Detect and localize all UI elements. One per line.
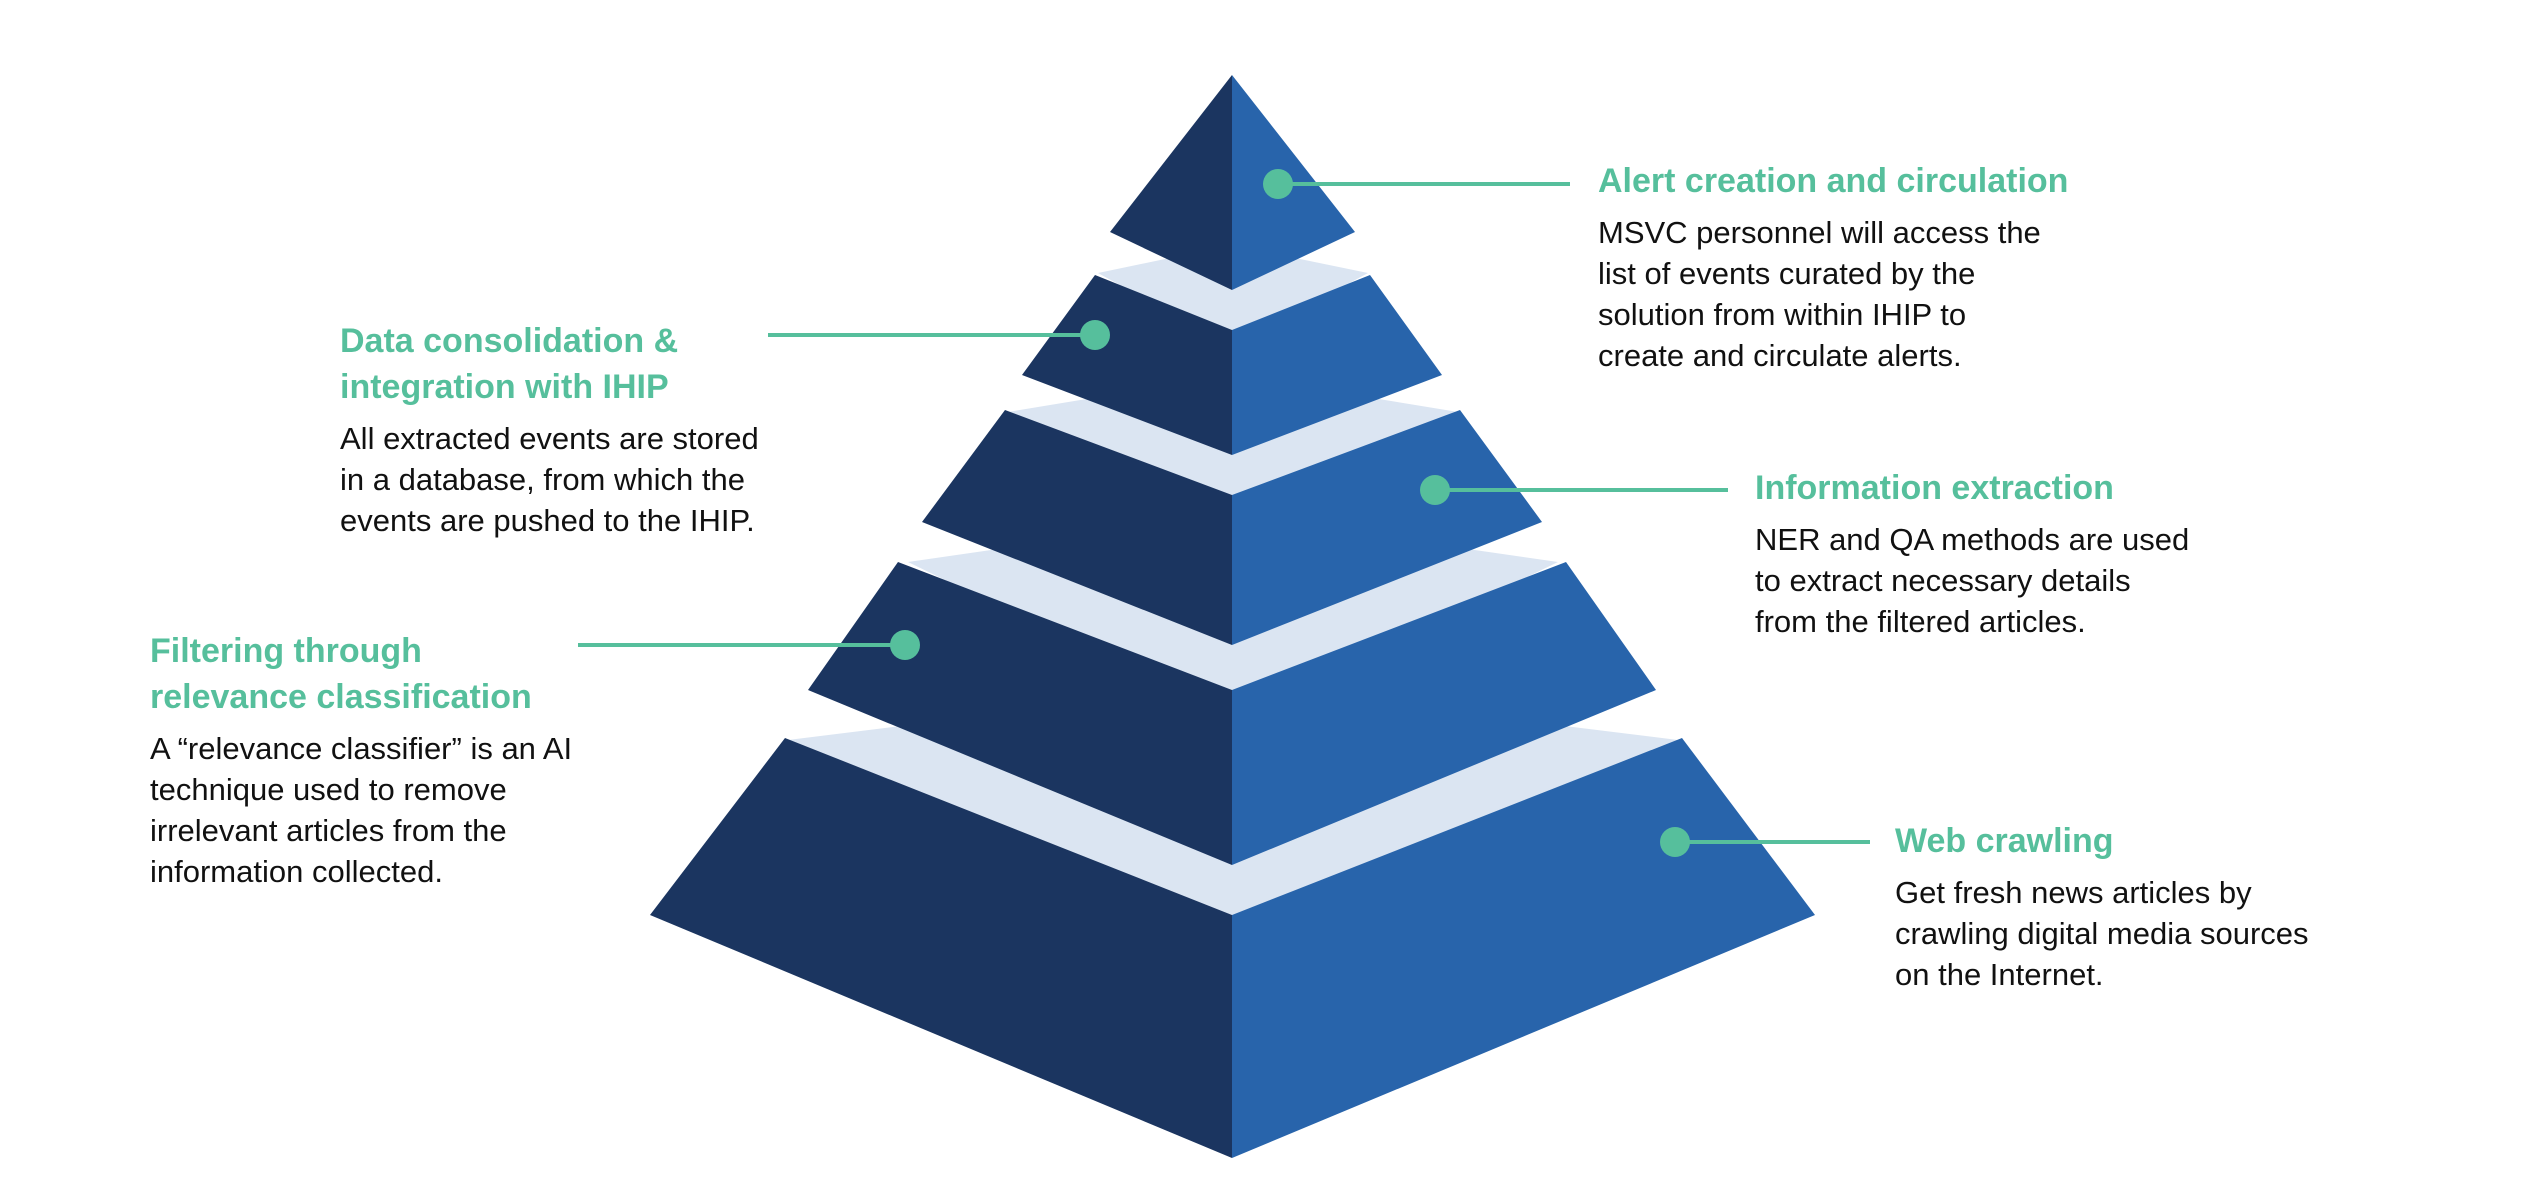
layer-title: Filtering through relevance classificati… <box>150 628 710 720</box>
title-line: relevance classification <box>150 678 532 716</box>
description-line: MSVC personnel will access the <box>1598 215 2041 250</box>
label-data-consolidation: Data consolidation & integration with IH… <box>340 318 900 541</box>
layer-description: Get fresh news articles by crawling digi… <box>1895 872 2515 995</box>
connector-dot-3 <box>1420 475 1450 505</box>
label-information-extraction: Information extraction NER and QA method… <box>1755 465 2395 642</box>
layer-description: A “relevance classifier” is an AI techni… <box>150 728 710 892</box>
connector-dot-5 <box>1660 827 1690 857</box>
description-line: to extract necessary details <box>1755 563 2131 598</box>
description-line: list of events curated by the <box>1598 256 1976 291</box>
layer-title: Web crawling <box>1895 822 2114 860</box>
description-line: A “relevance classifier” is an AI <box>150 731 573 766</box>
description-line: from the filtered articles. <box>1755 604 2086 639</box>
tier-2-left-face <box>1022 275 1232 455</box>
label-web-crawling: Web crawling Get fresh news articles by … <box>1895 818 2515 995</box>
description-line: Get fresh news articles by <box>1895 875 2252 910</box>
tier-5-left-face <box>650 738 1232 1158</box>
connector-dot-2 <box>1080 320 1110 350</box>
description-line: create and circulate alerts. <box>1598 338 1962 373</box>
description-line: events are pushed to the IHIP. <box>340 503 755 538</box>
layer-title: Information extraction <box>1755 469 2114 507</box>
layer-description: MSVC personnel will access the list of e… <box>1598 212 2238 376</box>
title-line: Data consolidation & <box>340 322 679 360</box>
layer-description: All extracted events are stored in a dat… <box>340 418 900 541</box>
connector-dot-1 <box>1263 169 1293 199</box>
connector-dot-4 <box>890 630 920 660</box>
description-line: All extracted events are stored <box>340 421 759 456</box>
description-line: in a database, from which the <box>340 462 745 497</box>
description-line: solution from within IHIP to <box>1598 297 1967 332</box>
description-line: information collected. <box>150 854 443 889</box>
layer-description: NER and QA methods are used to extract n… <box>1755 519 2395 642</box>
separator-band-1 <box>1098 245 1368 347</box>
tier-2-right-face <box>1232 275 1442 455</box>
description-line: technique used to remove <box>150 772 507 807</box>
tier-4-right-face <box>1232 562 1656 865</box>
description-line: irrelevant articles from the <box>150 813 507 848</box>
tier-1-left-face <box>1110 75 1232 290</box>
title-line: Filtering through <box>150 632 422 670</box>
label-filtering: Filtering through relevance classificati… <box>150 628 710 892</box>
layer-title: Alert creation and circulation <box>1598 162 2069 200</box>
layer-title: Data consolidation & integration with IH… <box>340 318 900 410</box>
title-line: integration with IHIP <box>340 368 669 406</box>
description-line: on the Internet. <box>1895 957 2104 992</box>
label-alert-creation: Alert creation and circulation MSVC pers… <box>1598 158 2238 376</box>
tier-3-right-face <box>1232 410 1542 645</box>
description-line: crawling digital media sources <box>1895 916 2309 951</box>
connectors <box>578 169 1870 857</box>
tier-3-left-face <box>922 410 1232 645</box>
description-line: NER and QA methods are used <box>1755 522 2190 557</box>
